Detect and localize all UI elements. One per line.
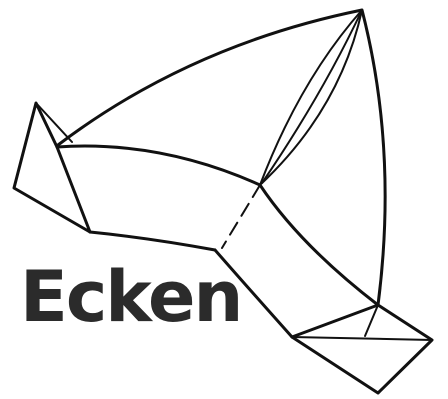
inner-fold-front	[260, 10, 362, 185]
band-top-edge	[57, 146, 260, 185]
dashed-crease	[222, 185, 260, 248]
caption-label: Ecken	[20, 262, 241, 332]
band-bottom-edge	[90, 232, 215, 250]
inner-fold-back	[260, 10, 362, 185]
bottom-tip-fold	[292, 337, 432, 340]
left-flap-edge	[36, 103, 72, 142]
bottom-tip-outline	[292, 305, 432, 393]
left-flap-outline	[14, 103, 90, 232]
lower-arm-top-edge	[260, 185, 378, 305]
inner-fold-crease	[262, 10, 362, 183]
